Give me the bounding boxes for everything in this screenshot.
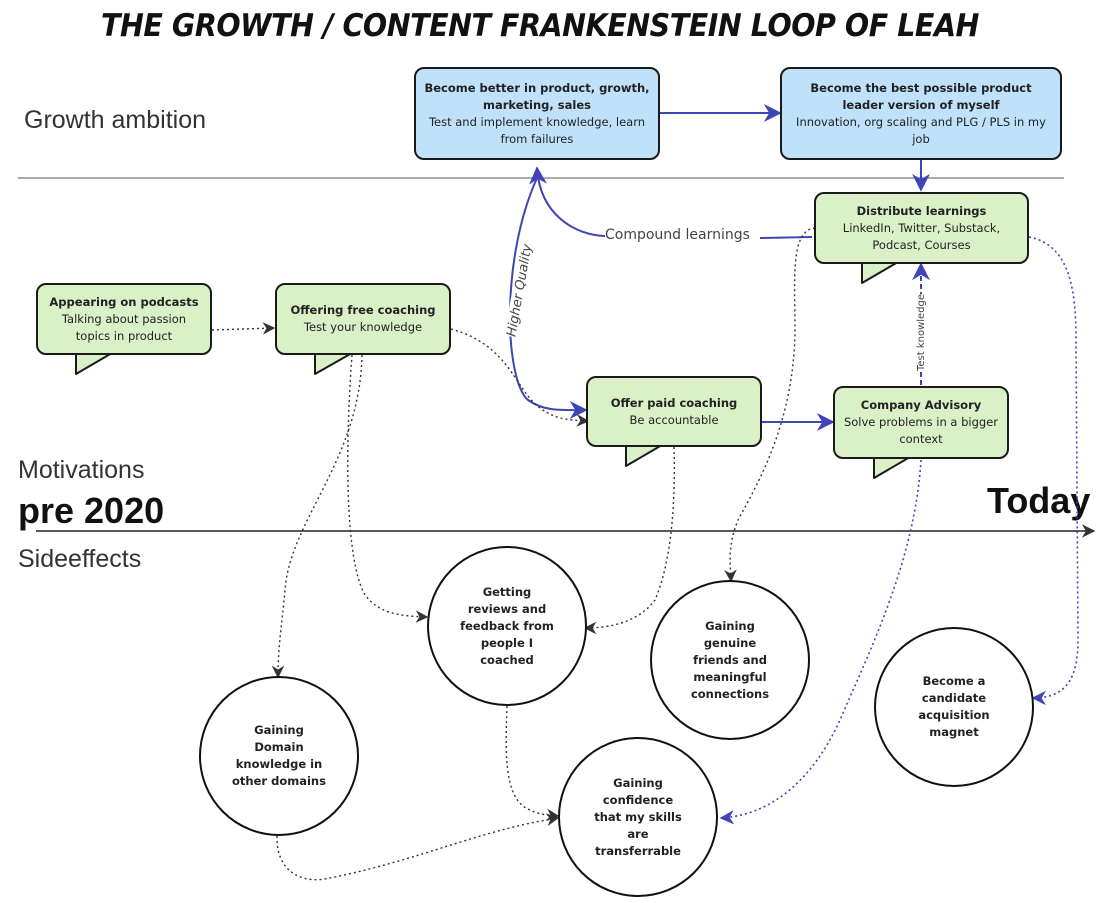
edge-domain-to-confidence (276, 813, 560, 881)
timeline-end-label: Today (987, 480, 1091, 521)
edge-free-to-domain (271, 354, 363, 679)
edge-higher-quality (509, 177, 588, 420)
node-advisory-subtitle: Solve problems in a bigger context (843, 415, 999, 446)
edge-distribute-to-magnet (1028, 236, 1079, 706)
node-free-coaching-title: Offering free coaching (290, 303, 436, 317)
circle-getting-reviews[interactable]: Getting reviews and feedback from people… (427, 546, 587, 706)
circle-domain-knowledge[interactable]: Gaining Domain knowledge in other domain… (199, 676, 359, 836)
edge-label-compound-learnings: Compound learnings (605, 227, 750, 243)
node-offering-free-coaching[interactable]: Offering free coaching Test your knowled… (275, 283, 451, 355)
node-free-coaching-subtitle: Test your knowledge (303, 320, 423, 334)
node-distribute-learnings[interactable]: Distribute learnings LinkedIn, Twitter, … (814, 192, 1029, 264)
node-paid-coaching-title: Offer paid coaching (610, 395, 738, 410)
circle-genuine-friends[interactable]: Gaining genuine friends and meaningful c… (650, 580, 810, 740)
lane-sideeffects: Sideeffects (18, 545, 142, 573)
node-become-better-subtitle: Test and implement knowledge, learn from… (428, 114, 646, 146)
node-appearing-on-podcasts[interactable]: Appearing on podcasts Talking about pass… (36, 283, 212, 355)
edge-compound-learnings (537, 168, 813, 239)
node-best-leader-subtitle: Innovation, org scaling and PLG / PLS in… (796, 114, 1046, 146)
edge-free-to-paid (450, 328, 590, 427)
node-company-advisory[interactable]: Company Advisory Solve problems in a big… (833, 386, 1009, 459)
node-become-better-title: Become better in product, growth, market… (424, 80, 650, 112)
lane-growth-ambition: Growth ambition (24, 106, 207, 134)
edge-advisory-to-confidence (719, 459, 922, 825)
circle-acquisition-magnet[interactable]: Become a candidate acquisition magnet (874, 627, 1034, 787)
node-distribute-subtitle: LinkedIn, Twitter, Substack, Podcast, Co… (842, 220, 1001, 252)
node-best-leader-title: Become the best possible product leader … (810, 80, 1032, 112)
node-podcasts-subtitle: Talking about passion topics in product (61, 311, 187, 343)
timeline-start-label: pre 2020 (18, 490, 165, 531)
circle-gaining-confidence[interactable]: Gaining confidence that my skills are tr… (558, 737, 718, 897)
node-best-leader[interactable]: Become the best possible product leader … (780, 67, 1062, 160)
lane-motivations: Motivations (18, 456, 145, 484)
edge-distribute-to-friends (724, 227, 816, 583)
node-podcasts-title: Appearing on podcasts (49, 294, 199, 309)
node-advisory-title: Company Advisory (860, 398, 982, 412)
node-paid-coaching-subtitle: Be accountable (629, 412, 719, 427)
node-become-better[interactable]: Become better in product, growth, market… (414, 67, 660, 160)
node-distribute-title: Distribute learnings (856, 203, 987, 218)
edge-paid-to-reviews (583, 446, 675, 635)
node-offer-paid-coaching[interactable]: Offer paid coaching Be accountable (586, 376, 762, 447)
edge-label-test-knowledge: Test knowledge (916, 293, 928, 372)
edge-podcasts-to-free (211, 322, 276, 335)
edge-reviews-to-confidence (505, 705, 560, 822)
diagram-title: THE GROWTH / CONTENT FRANKENSTEIN LOOP O… (101, 8, 979, 44)
edge-free-to-reviews (347, 354, 429, 623)
